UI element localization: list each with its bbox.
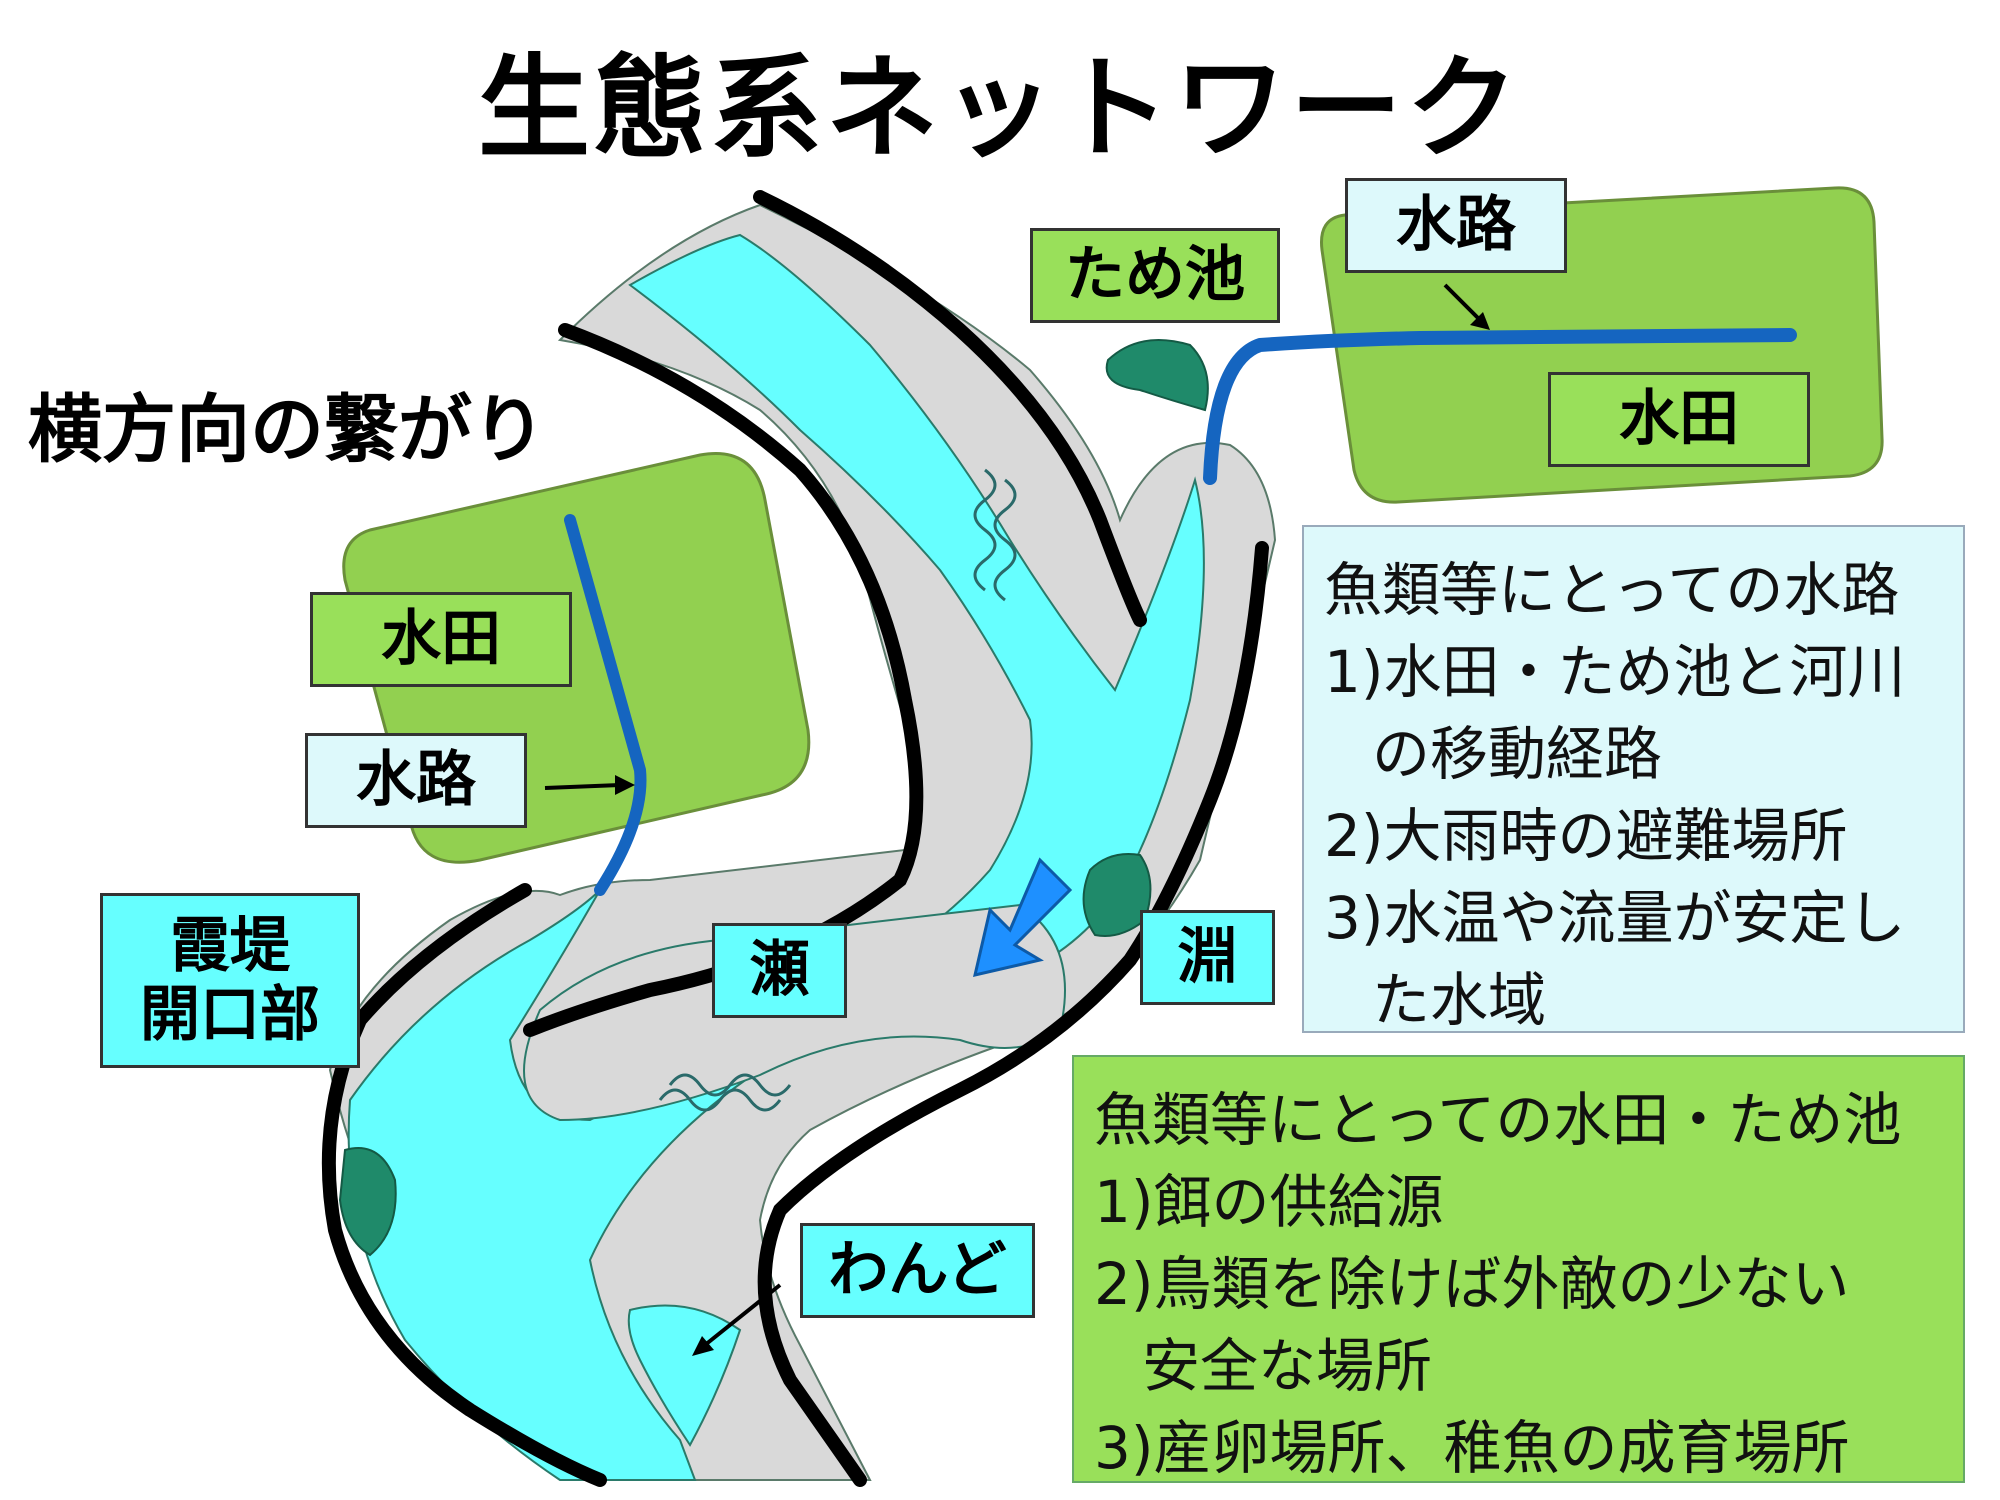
info-waterway-item-1: 1)水田・ため池と河川 [1324,638,1906,706]
riffle-mark-upper [973,468,1017,602]
pointer-arrow-wando [692,1283,782,1356]
label-wando: わんど [800,1223,1035,1318]
riffle-mark-lower [658,1073,792,1112]
label-suiden-right: 水田 [1548,372,1810,467]
page-title: 生態系ネットワーク [478,44,1522,174]
label-fuchi: 淵 [1140,910,1275,1005]
info-waterway-item-3: 3)水温や流量が安定し [1324,884,1906,952]
waterway-left-line [564,514,647,896]
levee-left-upper [523,323,924,1037]
levee-left-lower [321,883,607,1487]
info-paddy-item-2-cont: 安全な場所 [1142,1332,1433,1400]
subtitle-lateral-connection: 横方向の繋がり [28,387,546,473]
label-suiro-right: 水路 [1345,178,1567,273]
label-kasumitei-line2: 開口部 [140,979,320,1050]
info-paddy-heading: 魚類等にとっての水田・ため池 [1094,1086,1902,1154]
label-se: 瀬 [712,923,847,1018]
waterway-right-line [1203,328,1797,485]
info-waterway-heading: 魚類等にとっての水路 [1324,556,1900,624]
tameike-pond [1105,339,1209,412]
info-waterway-item-3-cont: た水域 [1372,966,1547,1034]
label-kasumitei-line1: 霞堤 [170,910,290,981]
label-kasumitei: 霞堤 開口部 [100,893,360,1068]
info-box-paddy: 魚類等にとっての水田・ため池 1)餌の供給源 2)鳥類を除けば外敵の少ない 安全… [1072,1055,1965,1483]
levee-right-upper [753,190,1147,627]
pointer-arrow-suiro-right [1443,283,1490,330]
info-paddy-item-2: 2)鳥類を除けば外敵の少ない [1094,1250,1850,1318]
info-waterway-item-1-cont: の移動経路 [1372,720,1663,788]
levee-right-lower [757,541,1269,1487]
info-box-waterway: 魚類等にとっての水路 1)水田・ため池と河川 の移動経路 2)大雨時の避難場所 … [1302,525,1965,1034]
label-tameike: ため池 [1030,228,1280,323]
info-waterway-item-2: 2)大雨時の避難場所 [1324,802,1848,870]
flow-arrow [972,857,1073,978]
info-paddy-item-1: 1)餌の供給源 [1094,1168,1444,1236]
river-water [347,233,1205,1481]
pointer-arrow-suiro-left [544,775,635,795]
kasumitei-pool [338,1147,397,1257]
label-suiro-left: 水路 [305,733,527,828]
label-suiden-left: 水田 [310,592,572,687]
info-paddy-item-3: 3)産卵場所、稚魚の成育場所 [1094,1414,1850,1482]
